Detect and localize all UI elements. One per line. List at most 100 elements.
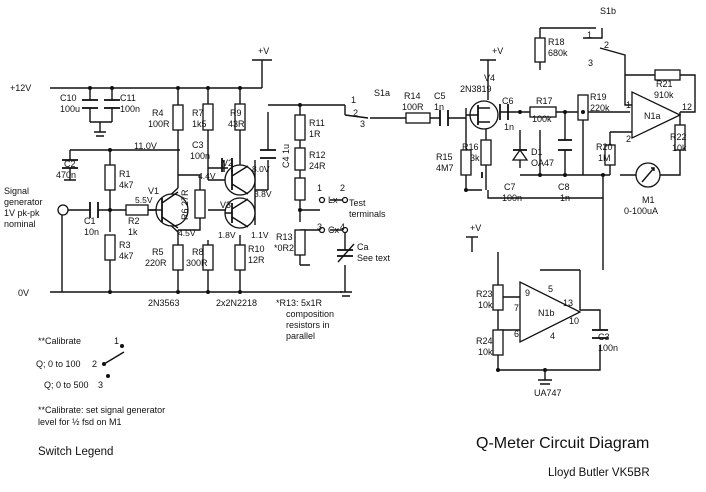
s1b-label: S1b — [600, 6, 616, 16]
test-pin-2: 2 — [340, 183, 345, 193]
r23-label: R23 — [476, 289, 493, 299]
cx-pin-3: 3 — [317, 222, 322, 232]
cx-label: Cx — [328, 225, 339, 235]
r10-label: R10 — [248, 244, 265, 254]
r22-value: 10k — [672, 143, 687, 153]
ua747-label: UA747 — [534, 388, 562, 398]
legend-pos-2: 2 — [92, 359, 97, 369]
r1-value: 4k7 — [119, 180, 134, 190]
legend-q500: Q; 0 to 500 — [44, 380, 89, 390]
s1a-label: S1a — [374, 88, 390, 98]
signal-label-2: generator — [4, 197, 43, 207]
r19-value: 220k — [590, 103, 610, 113]
r12-value: 24R — [309, 161, 326, 171]
c4-label: C4 1u — [281, 144, 291, 168]
diagram-author: Lloyd Butler VK5BR — [548, 467, 650, 479]
c10-label: C10 — [60, 93, 77, 103]
r16-label: R16 — [462, 142, 479, 152]
components-right — [405, 37, 686, 356]
r17-value: 100k — [532, 114, 552, 124]
r14-label: R14 — [404, 91, 421, 101]
n1a-pin-1: 1 — [626, 100, 631, 110]
switch-legend: **Calibrate 1 Q; 0 to 100 2 Q; 0 to 500 … — [36, 336, 165, 458]
components-left — [57, 99, 355, 297]
c5-label: C5 — [434, 91, 446, 101]
r5-value: 220R — [145, 258, 167, 268]
c8-value: 1n — [560, 193, 570, 203]
signal-label-3: 1V pk-pk — [4, 208, 40, 218]
r15-label: R15 — [436, 152, 453, 162]
rail-v-label-n1b: +V — [470, 223, 481, 233]
r4-value: 100R — [148, 119, 170, 129]
legend-pos-1: 1 — [114, 336, 119, 346]
legend-note-2: level for ½ fsd on M1 — [38, 417, 122, 427]
test-pin-4: 4 — [340, 222, 345, 232]
wires-left — [50, 59, 346, 293]
n1b-pin-6: 6 — [514, 329, 519, 339]
n1a-label: N1a — [644, 111, 661, 121]
legend-note-1: **Calibrate: set signal generator — [38, 405, 165, 415]
r8-label: R8 — [192, 247, 204, 257]
signal-label-4: nominal — [4, 219, 36, 229]
rail-12v-label: +12V — [10, 83, 31, 93]
n1b-pin-9: 9 — [525, 288, 530, 298]
c8-label: C8 — [558, 182, 570, 192]
r17-label: R17 — [536, 96, 553, 106]
m1-label: M1 — [642, 195, 655, 205]
m1-value: 0-100uA — [624, 206, 658, 216]
n1b-pin-5: 5 — [548, 284, 553, 294]
v18-label: 1.8V — [218, 230, 236, 240]
c7-value: 100n — [502, 193, 522, 203]
c1-value: 10n — [84, 227, 99, 237]
q2n3563-label: 2N3563 — [148, 298, 180, 308]
v2-label: V2 — [222, 158, 233, 168]
c6-label: C6 — [502, 96, 514, 106]
r13-note-4: parallel — [286, 331, 315, 341]
junction-dots — [88, 86, 605, 372]
c3b-value: 100n — [598, 343, 618, 353]
labels: +12V 0V +V +V +V 11.0V 5.5V 4.4V 4.5V 8.… — [4, 6, 692, 398]
r23-value: 10k — [478, 300, 493, 310]
c11-label: C11 — [120, 93, 136, 103]
r19-label: R19 — [590, 92, 607, 102]
r20-value: 1M — [598, 153, 611, 163]
r13-note-3: resistors in — [286, 320, 330, 330]
c11-value: 100n — [120, 104, 140, 114]
signal-label-1: Signal — [4, 186, 29, 196]
v11-label: 11.0V — [134, 141, 157, 151]
d1-label: D1 — [531, 147, 543, 157]
legend-pos-3: 3 — [98, 380, 103, 390]
rail-v-label-fet: +V — [492, 46, 503, 56]
v38-label: 3.8V — [254, 189, 272, 199]
r7-value: 1k5 — [192, 119, 207, 129]
r20-label: R20 — [596, 142, 613, 152]
r8-value: 300R — [186, 258, 208, 268]
s1a-pin-1: 1 — [351, 95, 356, 105]
r15-value: 4M7 — [436, 163, 454, 173]
r13-note-1: *R13: 5x1R — [276, 298, 323, 308]
r24-label: R24 — [476, 336, 493, 346]
r9-value: 43R — [228, 119, 245, 129]
c3-label: C3 — [192, 140, 204, 150]
r6-label: R6 27R — [180, 189, 190, 220]
v44-label: 4.4V — [198, 171, 216, 181]
s1a-pin-3: 3 — [360, 119, 365, 129]
r5-label: R5 — [152, 247, 164, 257]
legend-calibrate: **Calibrate — [38, 336, 81, 346]
c5-value: 1n — [434, 102, 444, 112]
q2n2218-label: 2x2N2218 — [216, 298, 257, 308]
n1b-pin-7: 7 — [514, 303, 519, 313]
r13-note-2: composition — [286, 309, 334, 319]
s1b-pin-1: 1 — [587, 30, 592, 40]
test-terminals-2: terminals — [349, 209, 386, 219]
s1b-pin-2: 2 — [604, 40, 609, 50]
r10-value: 12R — [248, 255, 265, 265]
r21-value: 910k — [654, 90, 674, 100]
v80-label: 8.0V — [252, 164, 270, 174]
legend-heading: Switch Legend — [38, 446, 113, 458]
r24-value: 10k — [478, 347, 493, 357]
r11-label: R11 — [309, 118, 325, 128]
v4-label: V4 — [484, 73, 495, 83]
